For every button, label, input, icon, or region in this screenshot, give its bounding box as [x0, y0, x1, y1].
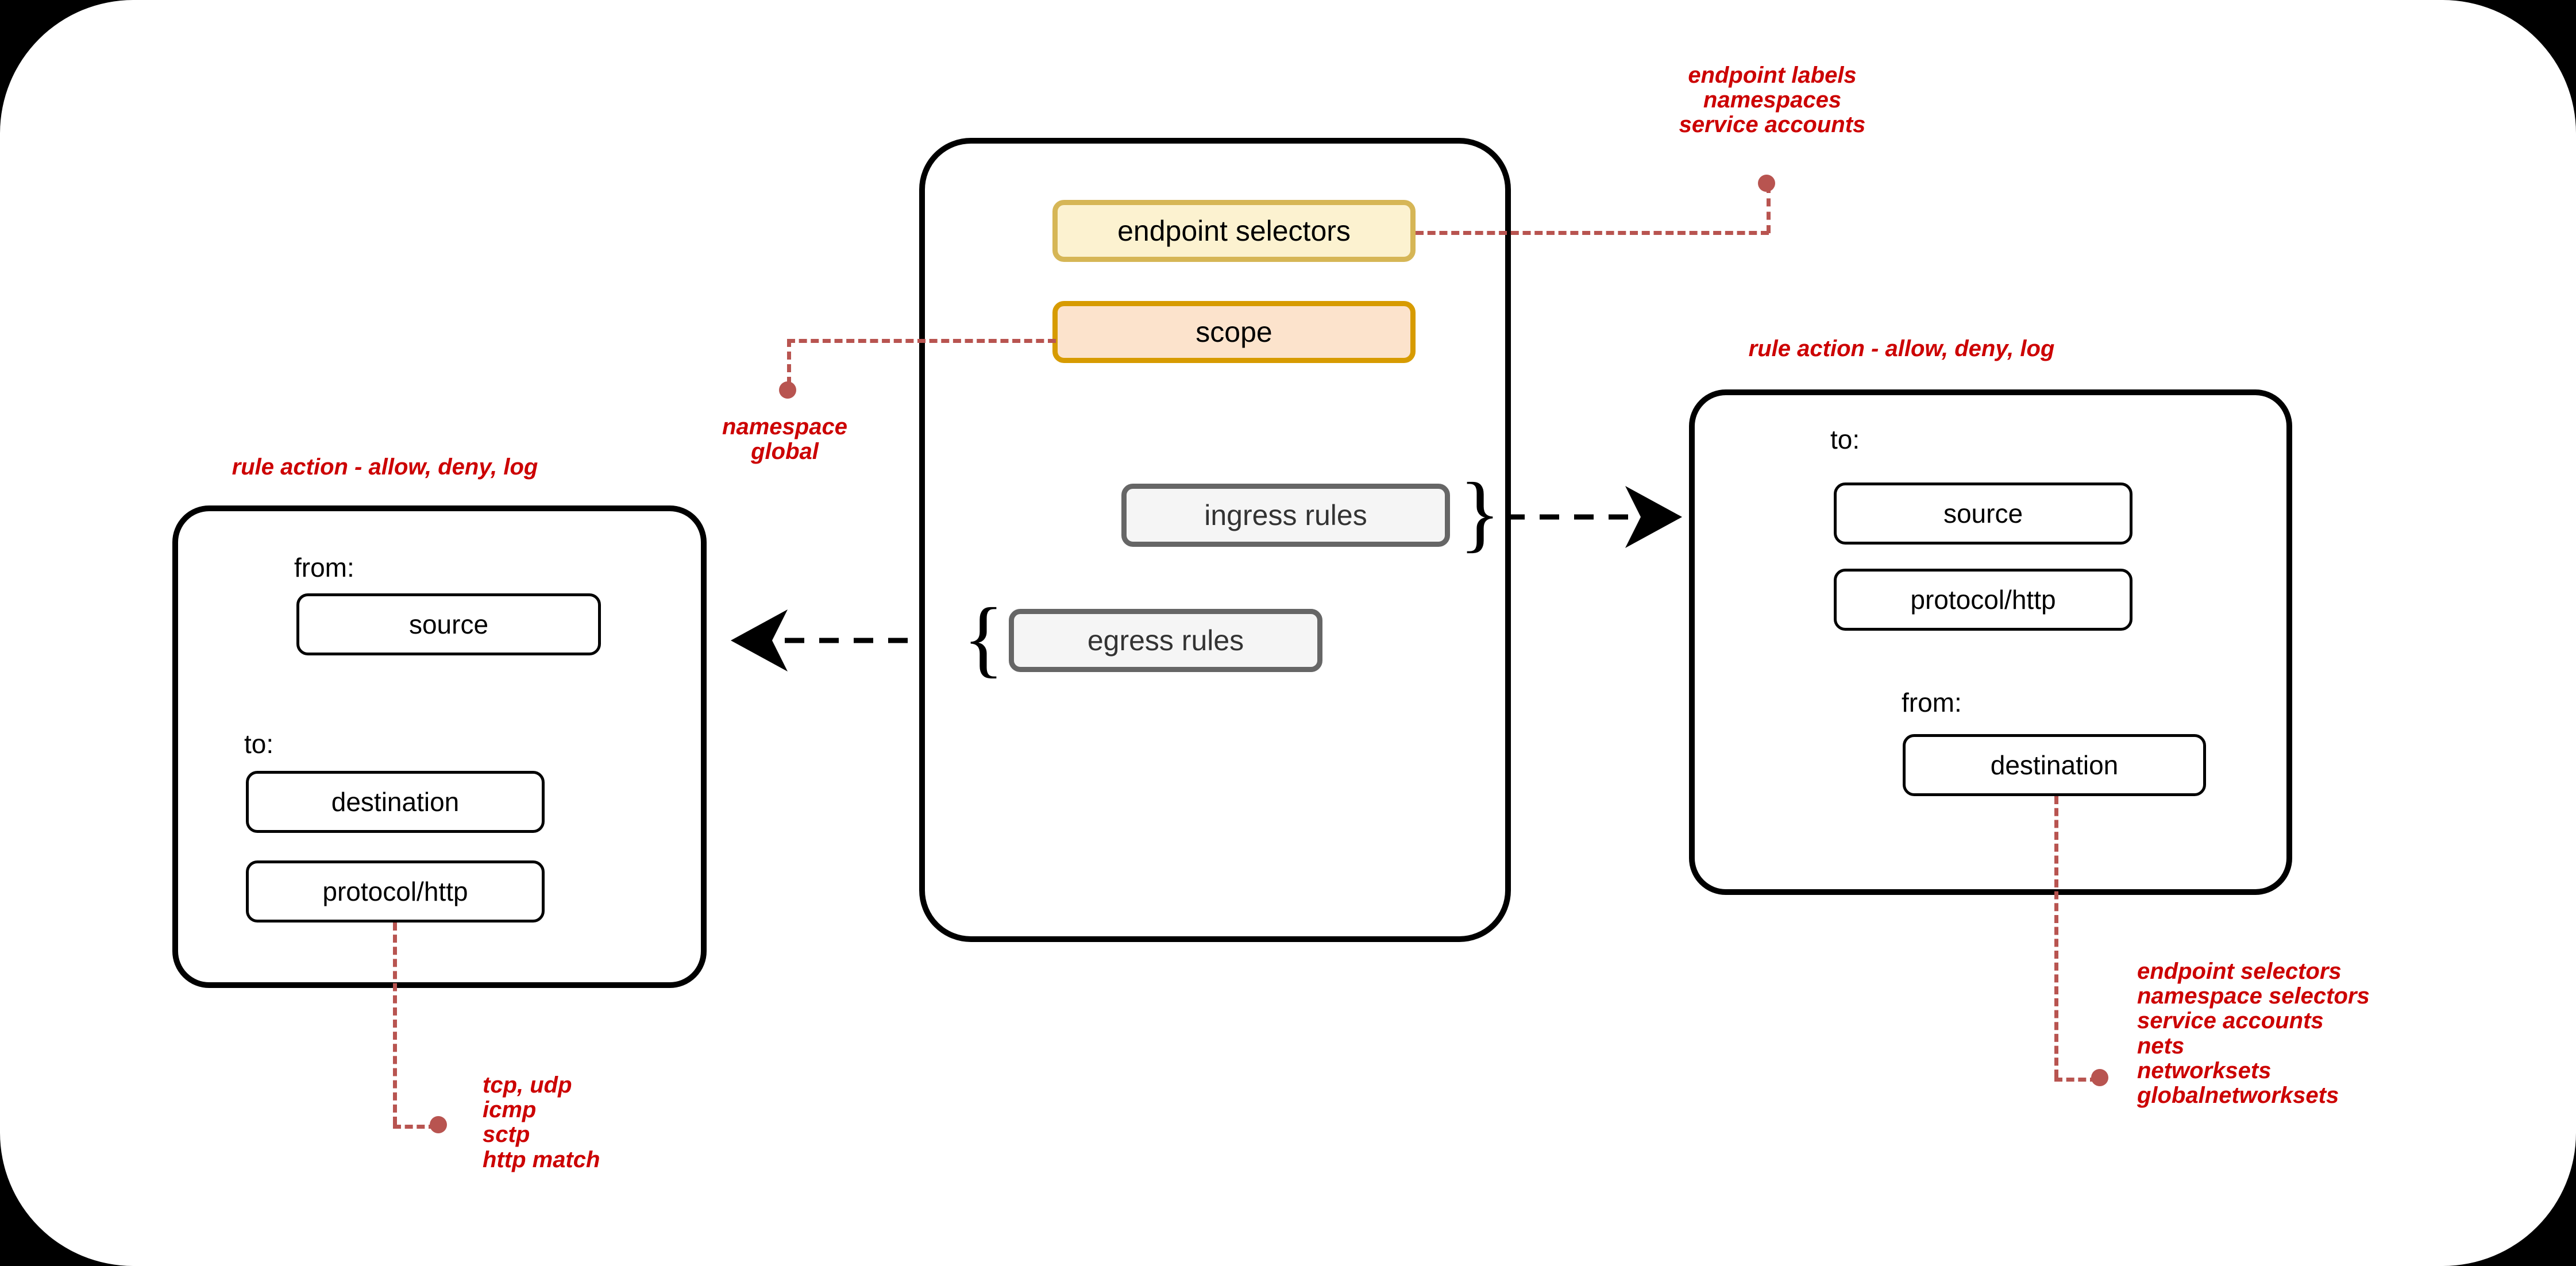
- egress-rules-box[interactable]: egress rules: [1009, 609, 1322, 672]
- destination-note-line-6: globalnetworksets: [2137, 1082, 2339, 1108]
- protocol-note-line-3: sctp: [483, 1122, 530, 1148]
- right-from-label: from:: [1902, 688, 1962, 717]
- destination-note-line-1: endpoint selectors: [2137, 959, 2342, 984]
- left-to-label: to:: [244, 729, 274, 759]
- protocol-note-line-1: tcp, udp: [483, 1072, 572, 1098]
- left-from-label: from:: [294, 553, 354, 582]
- endpoint-selectors-connector-h: [1416, 231, 1769, 235]
- left-source-label: source: [408, 609, 489, 639]
- destination-note-line-2: namespace selectors: [2137, 983, 2370, 1009]
- ingress-rules-box[interactable]: ingress rules: [1121, 484, 1450, 547]
- left-rule-action-annotation: rule action - allow, deny, log: [232, 454, 538, 480]
- protocol-note-line-4: http match: [483, 1147, 600, 1172]
- right-destination-label: destination: [1990, 750, 2119, 780]
- endpoint-selectors-note-line-3: service accounts: [1679, 112, 1866, 138]
- destination-annotation: endpoint selectors namespace selectors s…: [2137, 959, 2539, 1108]
- scope-note-line-1: namespace: [722, 414, 847, 439]
- right-protocol-label: protocol/http: [1910, 585, 2056, 615]
- right-from-destination-box[interactable]: destination: [1903, 734, 2206, 796]
- destination-connector-v: [2054, 796, 2058, 1078]
- right-to-label: to:: [1830, 424, 1860, 454]
- scope-box[interactable]: scope: [1052, 301, 1416, 363]
- destination-note-line-5: networksets: [2137, 1057, 2272, 1083]
- protocol-connector-v: [393, 923, 397, 1125]
- endpoint-selectors-connector-v: [1767, 185, 1771, 233]
- egress-rules-brace: {: [963, 590, 1004, 686]
- scope-connector-v: [787, 339, 791, 385]
- left-destination-label: destination: [331, 787, 460, 817]
- endpoint-selectors-note-line-1: endpoint labels: [1688, 63, 1857, 88]
- right-to-source-box[interactable]: source: [1834, 483, 2132, 545]
- left-protocol-label: protocol/http: [322, 877, 468, 906]
- egress-rules-label: egress rules: [1087, 624, 1244, 657]
- left-from-source-box[interactable]: source: [296, 593, 601, 655]
- ingress-rules-brace: }: [1459, 465, 1501, 561]
- endpoint-selectors-annotation: endpoint labels namespaces service accou…: [1594, 63, 1950, 138]
- protocol-connector-dot: [430, 1116, 447, 1133]
- endpoint-selectors-connector-dot: [1758, 175, 1775, 192]
- right-to-protocol-box[interactable]: protocol/http: [1834, 569, 2132, 631]
- right-source-label: source: [1943, 499, 2023, 528]
- protocol-annotation: tcp, udp icmp sctp http match: [483, 1072, 804, 1172]
- scope-note-line-2: global: [751, 439, 819, 465]
- destination-connector-h: [2054, 1078, 2098, 1082]
- protocol-note-line-2: icmp: [483, 1097, 537, 1123]
- left-to-destination-box[interactable]: destination: [246, 771, 545, 833]
- destination-connector-dot: [2091, 1069, 2108, 1086]
- scope-connector-h: [787, 339, 1056, 343]
- ingress-rule-panel: [1689, 389, 2292, 895]
- scope-label: scope: [1196, 316, 1272, 348]
- protocol-connector-h: [393, 1125, 437, 1129]
- scope-annotation: namespace global: [618, 414, 951, 465]
- ingress-rules-label: ingress rules: [1204, 499, 1367, 531]
- endpoint-selectors-box[interactable]: endpoint selectors: [1052, 200, 1416, 262]
- scope-connector-dot: [779, 381, 796, 399]
- endpoint-selectors-label: endpoint selectors: [1117, 215, 1351, 247]
- destination-note-line-3: service accounts: [2137, 1008, 2324, 1034]
- endpoint-selectors-note-line-2: namespaces: [1703, 87, 1842, 113]
- destination-note-line-4: nets: [2137, 1033, 2185, 1059]
- right-rule-action-annotation: rule action - allow, deny, log: [1748, 336, 2055, 361]
- left-to-protocol-box[interactable]: protocol/http: [246, 860, 545, 923]
